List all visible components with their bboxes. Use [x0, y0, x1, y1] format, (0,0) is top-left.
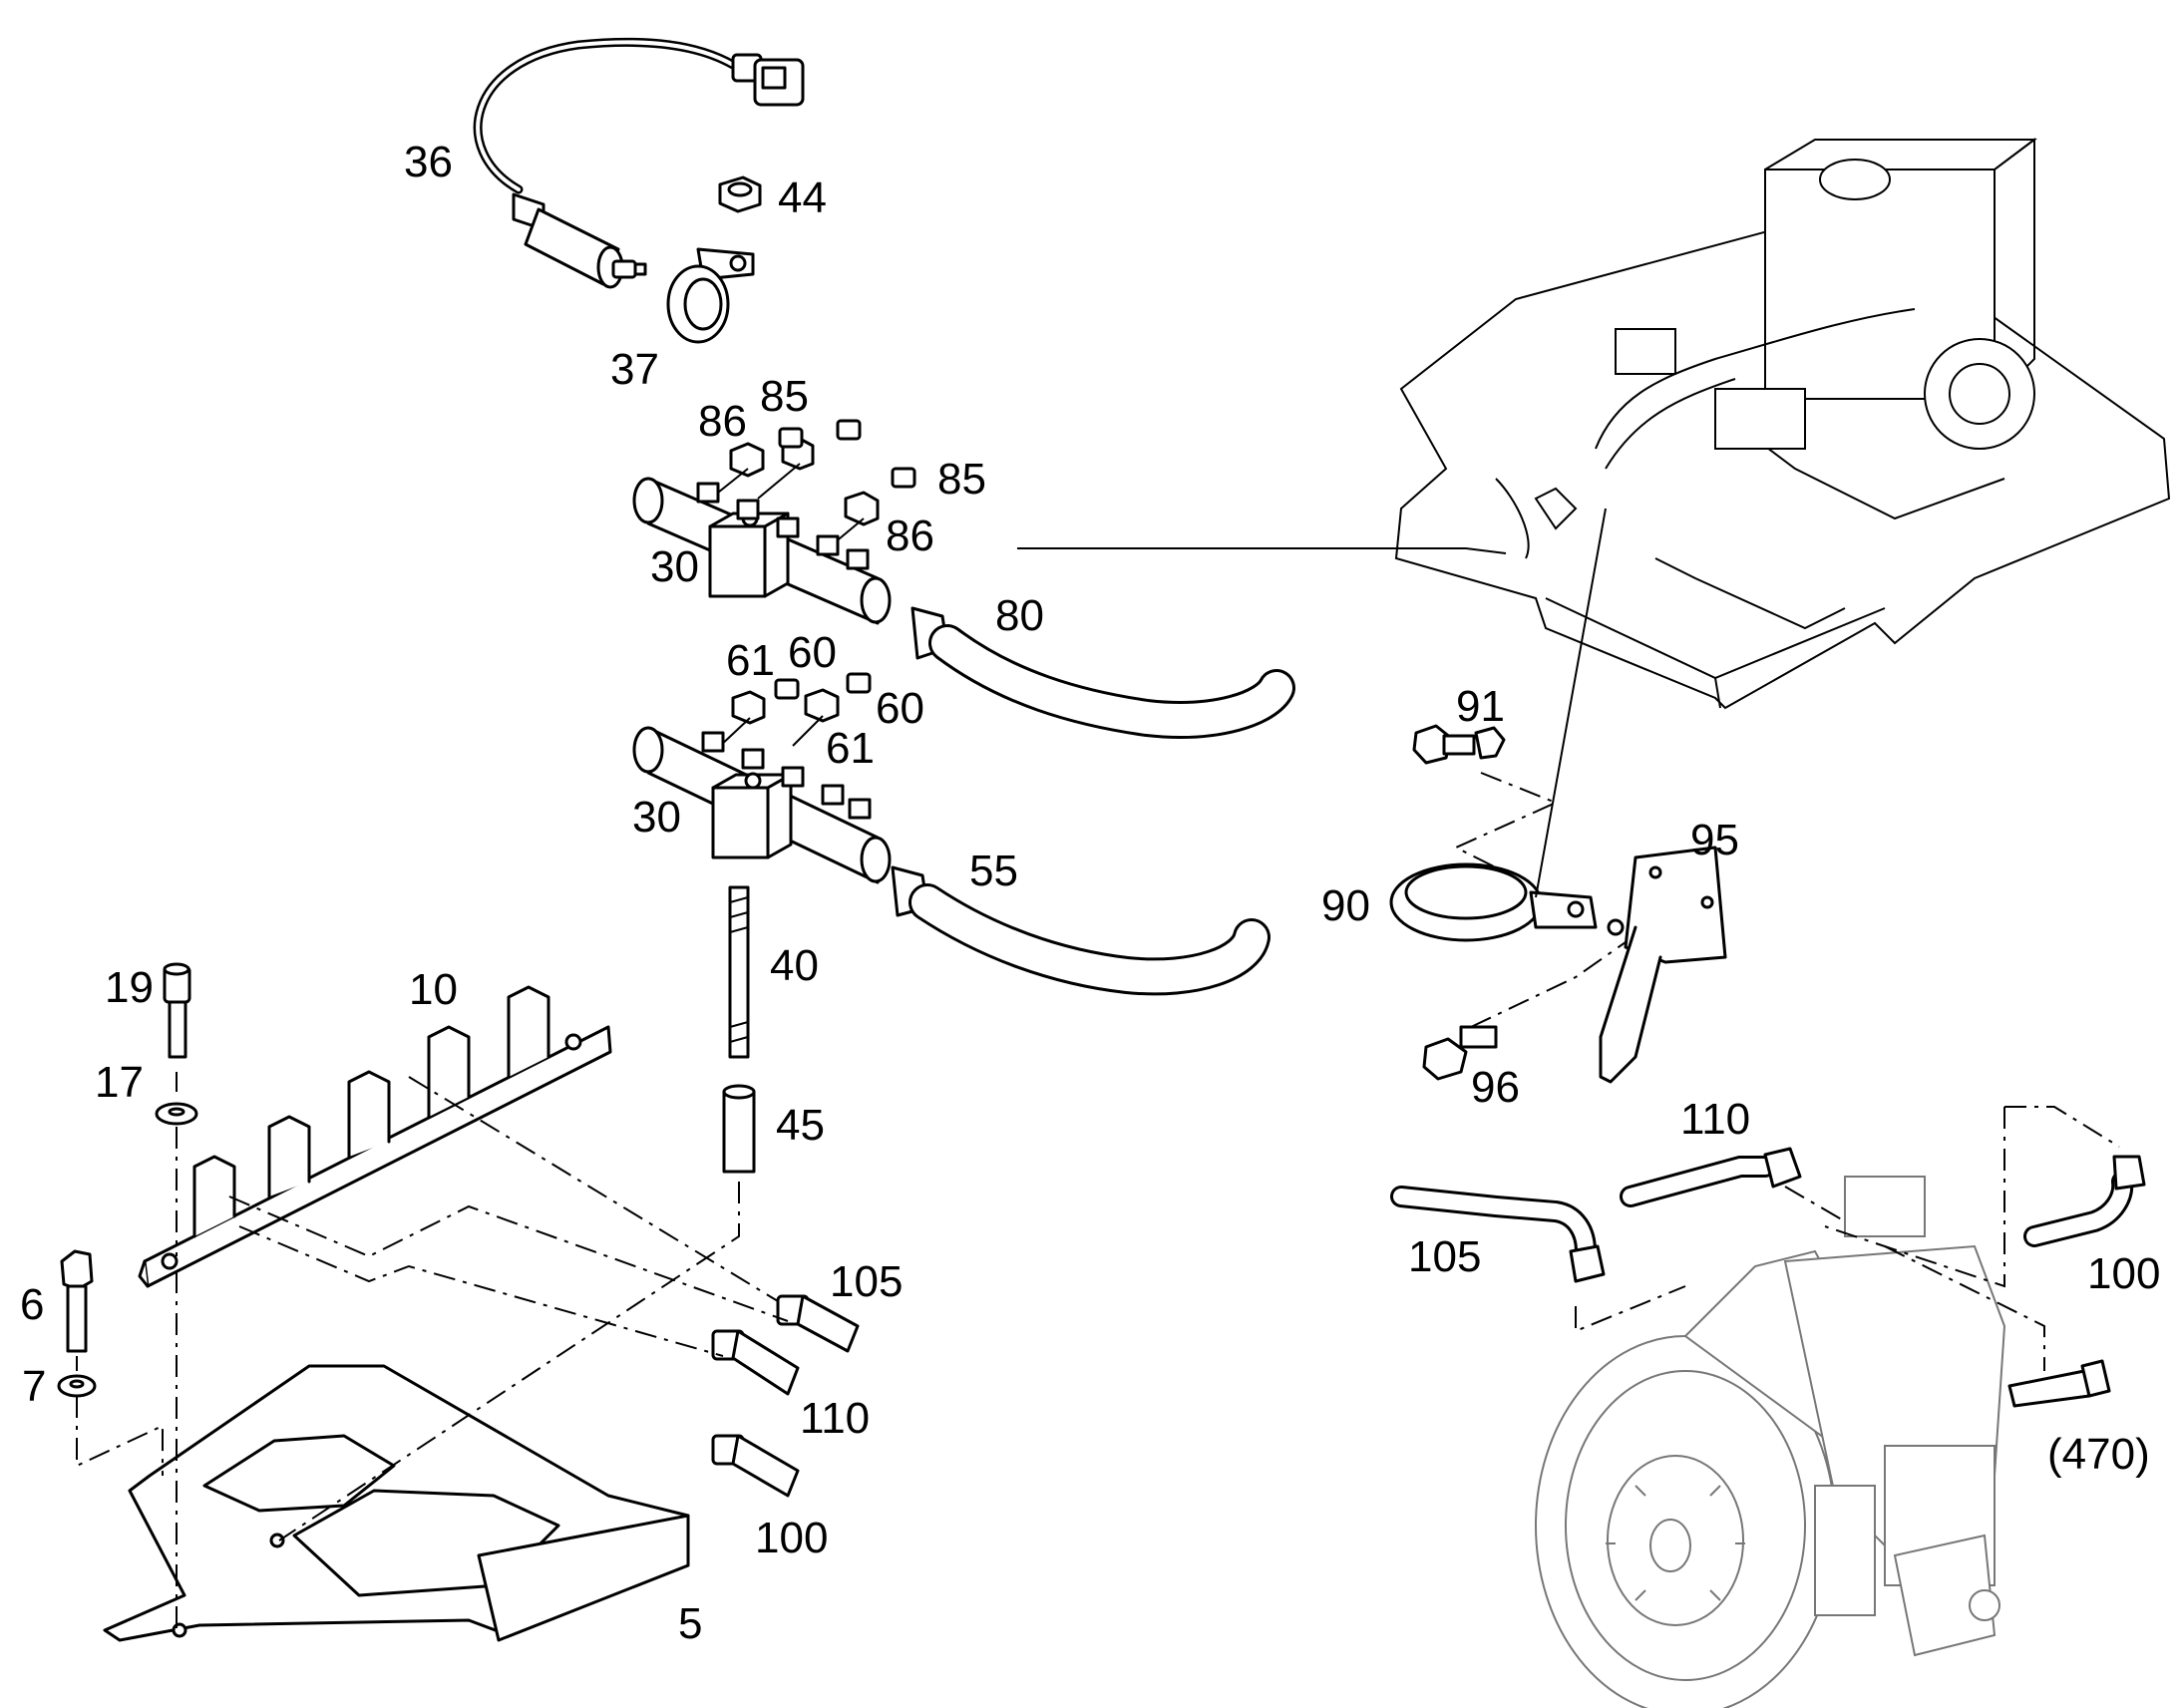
flywheel-spokes [1606, 1485, 1745, 1601]
callout-36: 36 [404, 138, 453, 186]
callout-110: 110 [1680, 1095, 1750, 1144]
callout-55: 55 [969, 847, 1018, 895]
callout-10: 10 [409, 965, 458, 1014]
callout-7: 7 [22, 1362, 46, 1411]
callout-105: 105 [1408, 1232, 1481, 1281]
part-17-washer [155, 1102, 198, 1126]
part-96-bolt [1422, 1025, 1498, 1081]
callout-19: 19 [105, 963, 154, 1012]
callout-40: 40 [770, 941, 819, 990]
callout-45: 45 [776, 1101, 825, 1150]
callout-100: 100 [2087, 1249, 2160, 1298]
callout-17: 17 [95, 1058, 144, 1107]
part-30-manifold-upper [632, 477, 892, 625]
callout-90: 90 [1321, 881, 1370, 930]
callout-labels: 36 44 37 86 85 85 86 30 80 61 60 60 61 3… [20, 138, 2160, 1648]
part-30-manifold-lower [632, 726, 892, 884]
part-6-bolt [60, 1249, 94, 1353]
callout-96: 96 [1471, 1063, 1520, 1112]
callout-470: (470) [2047, 1430, 2150, 1479]
part-19-screw [163, 962, 191, 1059]
callout-60: 60 [788, 628, 837, 677]
callout-105: 105 [830, 1257, 903, 1306]
part-91-bolt [1412, 724, 1506, 765]
callout-37: 37 [610, 345, 659, 394]
callout-85: 85 [760, 372, 809, 421]
part-90-clamp [1389, 862, 1598, 942]
part-470-hose [2007, 1359, 2111, 1408]
part-110-hose [1620, 1147, 1802, 1207]
callout-44: 44 [778, 173, 827, 222]
callout-80: 80 [995, 591, 1044, 640]
callout-100: 100 [755, 1514, 828, 1562]
fittings-60-61 [717, 672, 872, 749]
pump-unit-illustration [1535, 1176, 2006, 1708]
part-95-bracket [1599, 846, 1727, 1084]
callout-61: 61 [826, 724, 875, 773]
callout-6: 6 [20, 1280, 44, 1329]
manifold-ports-lower [701, 731, 872, 820]
callout-85: 85 [937, 455, 986, 504]
part-100-adapter [711, 1434, 800, 1498]
part-44-nut [718, 175, 762, 213]
callout-110: 110 [800, 1394, 870, 1443]
callout-30: 30 [650, 542, 699, 591]
part-37-clamp [666, 247, 755, 344]
part-45-spacer [722, 1084, 756, 1174]
part-5-mounting-plate [103, 1364, 690, 1642]
callout-86: 86 [886, 512, 934, 560]
part-10-hose-holder [138, 985, 612, 1288]
part-100-hose [2023, 1155, 2146, 1247]
callout-5: 5 [678, 1599, 702, 1648]
callout-60: 60 [876, 684, 924, 733]
machine-frame-illustration [1394, 138, 2171, 710]
callout-30: 30 [632, 793, 681, 842]
callout-61: 61 [726, 636, 775, 685]
part-7-washer [57, 1374, 97, 1398]
callout-86: 86 [698, 397, 747, 446]
part-80-hose [910, 606, 1295, 739]
fittings-85-86 [697, 419, 916, 549]
part-105-adapter [776, 1294, 860, 1353]
part-55-hose [891, 865, 1271, 996]
part-40-stud [728, 885, 750, 1059]
callout-95: 95 [1690, 816, 1739, 864]
part-105-hose [1390, 1186, 1606, 1283]
callout-91: 91 [1456, 682, 1505, 731]
part-36-sensor-cable [473, 37, 805, 289]
leader-lines [76, 508, 2120, 1635]
part-110-adapter [711, 1329, 800, 1396]
manifold-ports-upper [696, 482, 870, 570]
hose-holder-clips [192, 985, 550, 1238]
